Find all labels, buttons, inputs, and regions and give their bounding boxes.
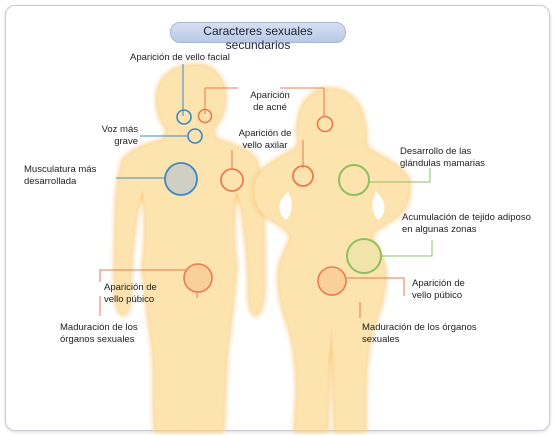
marker-adiposo: [346, 238, 382, 274]
label-vello-pubico-female: Aparición de vello púbico: [412, 278, 465, 301]
leader-acne-male: [204, 87, 238, 114]
marker-acne-female: [316, 115, 334, 133]
marker-axilar-male: [220, 168, 244, 192]
label-voz: Voz más grave: [101, 124, 138, 147]
marker-pubico-female: [317, 266, 347, 296]
marker-vello-facial: [176, 109, 192, 125]
leader-adiposo: [380, 240, 433, 257]
label-vello-pubico-male: Aparición de vello púbico: [104, 282, 157, 305]
diagram-title: Caracteres sexuales secundarios: [203, 24, 313, 52]
leader-acne-female: [280, 87, 325, 116]
label-vello-axilar: Aparición de vello axilar: [238, 128, 292, 151]
male-silhouette: [113, 63, 266, 433]
marker-axilar-female: [292, 165, 314, 187]
marker-pubico-male: [183, 263, 213, 293]
leader-mamarias: [368, 168, 431, 183]
label-organos-male: Maduración de los órganos sexuales: [60, 322, 138, 345]
marker-musculatura: [164, 162, 198, 196]
marker-mamarias: [338, 164, 370, 196]
label-vello-facial: Aparición de vello facial: [130, 52, 230, 63]
label-organos-female: Maduración de los órganos sexuales: [362, 322, 477, 345]
leader-pubico-male: [99, 269, 186, 282]
marker-voz: [187, 128, 203, 144]
title-pill: [170, 22, 346, 43]
label-tejido-adiposo: Acumulación de tejido adiposo en algunas…: [402, 212, 531, 235]
leader-pubico-female: [344, 277, 405, 296]
marker-acne-male: [197, 108, 213, 124]
label-acne: Aparición de acné: [250, 90, 290, 113]
label-musculatura: Musculatura más desarrollada: [24, 164, 97, 187]
label-glandulas-mamarias: Desarrollo de las glándulas mamarias: [400, 146, 486, 169]
